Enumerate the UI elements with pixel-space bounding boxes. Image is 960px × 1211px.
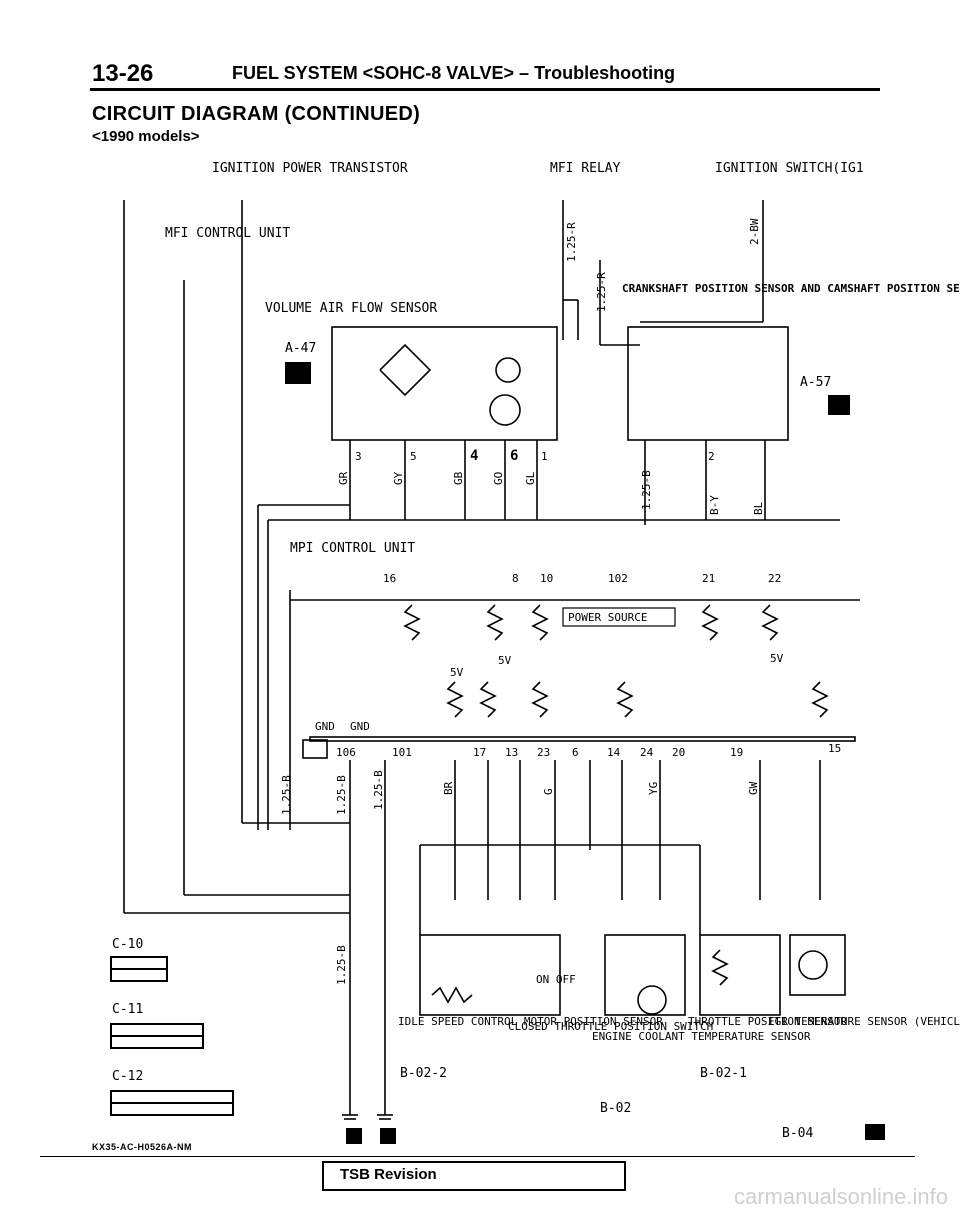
connector-b04-grid: [865, 1124, 885, 1140]
connector-a57: A-57: [800, 375, 831, 390]
wire-label-125r-b: 1.25-R: [595, 272, 608, 312]
bottom-rule: [40, 1156, 915, 1157]
pin-c22: 22: [768, 572, 781, 585]
pin-c15: 15: [828, 742, 841, 755]
tsb-revision-label: TSB Revision: [340, 1166, 437, 1183]
crankshaft-sensor-label: CRANKSHAFT POSITION SENSOR AND CAMSHAFT …: [622, 282, 960, 295]
wire-label-gl: GL: [524, 471, 537, 485]
egr-temperature-label: EGR TEMERATURE SENSOR (VEHICLES FOR CALI…: [768, 1015, 960, 1028]
power-source-label: POWER SOURCE: [568, 611, 647, 624]
mfi-relay-label: MFI RELAY: [550, 161, 621, 176]
watermark: carmanualsonline.info: [733, 1184, 948, 1209]
idle-speed-control-label: IDLE SPEED CONTROL MOTOR POSITION SENSOR: [398, 1015, 663, 1028]
ground-marker-left: [346, 1128, 362, 1144]
pin-c19: 19: [730, 746, 743, 759]
tsb-revision-box: [322, 1161, 626, 1191]
wire-label-125b-d: 1.25-B: [372, 770, 385, 810]
page-number: 13-26: [92, 60, 154, 87]
pin-c6: 6: [572, 746, 579, 759]
wire-label-2bw: 2-BW: [748, 218, 761, 245]
wire-label-g: G: [542, 788, 555, 795]
pin-5: 5: [410, 450, 417, 463]
voltage-5v-c: 5V: [770, 652, 784, 665]
connector-a47-grid: [285, 362, 311, 384]
pin-c16: 16: [383, 572, 396, 585]
wire-label-yg: YG: [647, 782, 660, 795]
gnd-label-1: GND: [315, 720, 335, 733]
header-rule: [90, 88, 880, 91]
pin-c24: 24: [640, 746, 654, 759]
ground-marker-right: [380, 1128, 396, 1144]
closed-throttle-label: CLOSED THROTTLE POSITION SWITCH: [508, 1020, 713, 1033]
section-subtitle: <1990 models>: [92, 128, 200, 145]
wire-label-125r-a: 1.25-R: [565, 222, 578, 262]
pin-c8: 8: [512, 572, 519, 585]
pin-6: 6: [510, 448, 518, 464]
page-title: FUEL SYSTEM <SOHC-8 VALVE> – Troubleshoo…: [232, 63, 676, 83]
pin-4: 4: [470, 448, 478, 464]
pin-2: 2: [708, 450, 715, 463]
connector-c10: C-10: [112, 937, 143, 952]
wire-label-125b-b: 1.25-B: [280, 775, 293, 815]
ignition-switch-label: IGNITION SWITCH(IG1: [715, 161, 864, 176]
pin-c20: 20: [672, 746, 685, 759]
connector-a47: A-47: [285, 341, 316, 356]
connector-c12-grid: [110, 1090, 234, 1116]
pin-c102: 102: [608, 572, 628, 585]
pin-c23: 23: [537, 746, 550, 759]
pin-c17: 17: [473, 746, 486, 759]
wire-label-gw: GW: [747, 781, 760, 795]
wire-label-gr: GR: [337, 471, 350, 485]
pin-c14: 14: [607, 746, 621, 759]
wire-label-125b-a: 1.25-B: [640, 470, 653, 510]
wire-label-gb: GB: [452, 471, 465, 485]
pin-c21: 21: [702, 572, 715, 585]
on-off-label: ON OFF: [536, 973, 576, 986]
section-title: CIRCUIT DIAGRAM (CONTINUED): [92, 103, 421, 125]
pin-c13: 13: [505, 746, 518, 759]
engine-coolant-label: ENGINE COOLANT TEMPERATURE SENSOR: [592, 1030, 811, 1043]
connector-b02-2: B-02-2: [400, 1066, 447, 1081]
connector-b02-1: B-02-1: [700, 1066, 747, 1081]
mpi-control-unit-label: MPI CONTROL UNIT: [290, 541, 415, 556]
wire-label-125b-e: 1.25-B: [335, 945, 348, 985]
connector-b02: B-02: [600, 1101, 631, 1116]
volume-air-flow-sensor-label: VOLUME AIR FLOW SENSOR: [265, 301, 437, 316]
wire-label-br: BR: [442, 781, 455, 795]
pin-c10: 10: [540, 572, 553, 585]
pin-c101: 101: [392, 746, 412, 759]
ignition-power-transistor-label: IGNITION POWER TRANSISTOR: [212, 161, 408, 176]
pin-1: 1: [541, 450, 548, 463]
wire-label-go: GO: [492, 472, 505, 485]
throttle-position-label: THROTTLE POSITION SENSOR: [688, 1015, 847, 1028]
connector-c12: C-12: [112, 1069, 143, 1084]
pin-c106: 106: [336, 746, 356, 759]
pin-3: 3: [355, 450, 362, 463]
voltage-5v-a: 5V: [498, 654, 512, 667]
connector-b04: B-04: [782, 1126, 813, 1141]
wire-label-125b-c: 1.25-B: [335, 775, 348, 815]
wire-label-bl: BL: [752, 501, 765, 515]
mfi-control-unit-label: MFI CONTROL UNIT: [165, 226, 290, 241]
connector-a57-grid: [828, 395, 850, 415]
reference-code: KX35-AC-H0526A-NM: [92, 1142, 193, 1152]
connector-c11: C-11: [112, 1002, 143, 1017]
voltage-5v-b: 5V: [450, 666, 464, 679]
wire-label-gy: GY: [392, 471, 405, 485]
wiring: [123, 200, 860, 1120]
connector-c11-grid: [110, 1023, 204, 1049]
gnd-label-2: GND: [350, 720, 370, 733]
wire-label-by: B-Y: [708, 495, 721, 515]
power-source-box: [562, 607, 676, 627]
connector-c10-grid: [110, 956, 168, 982]
